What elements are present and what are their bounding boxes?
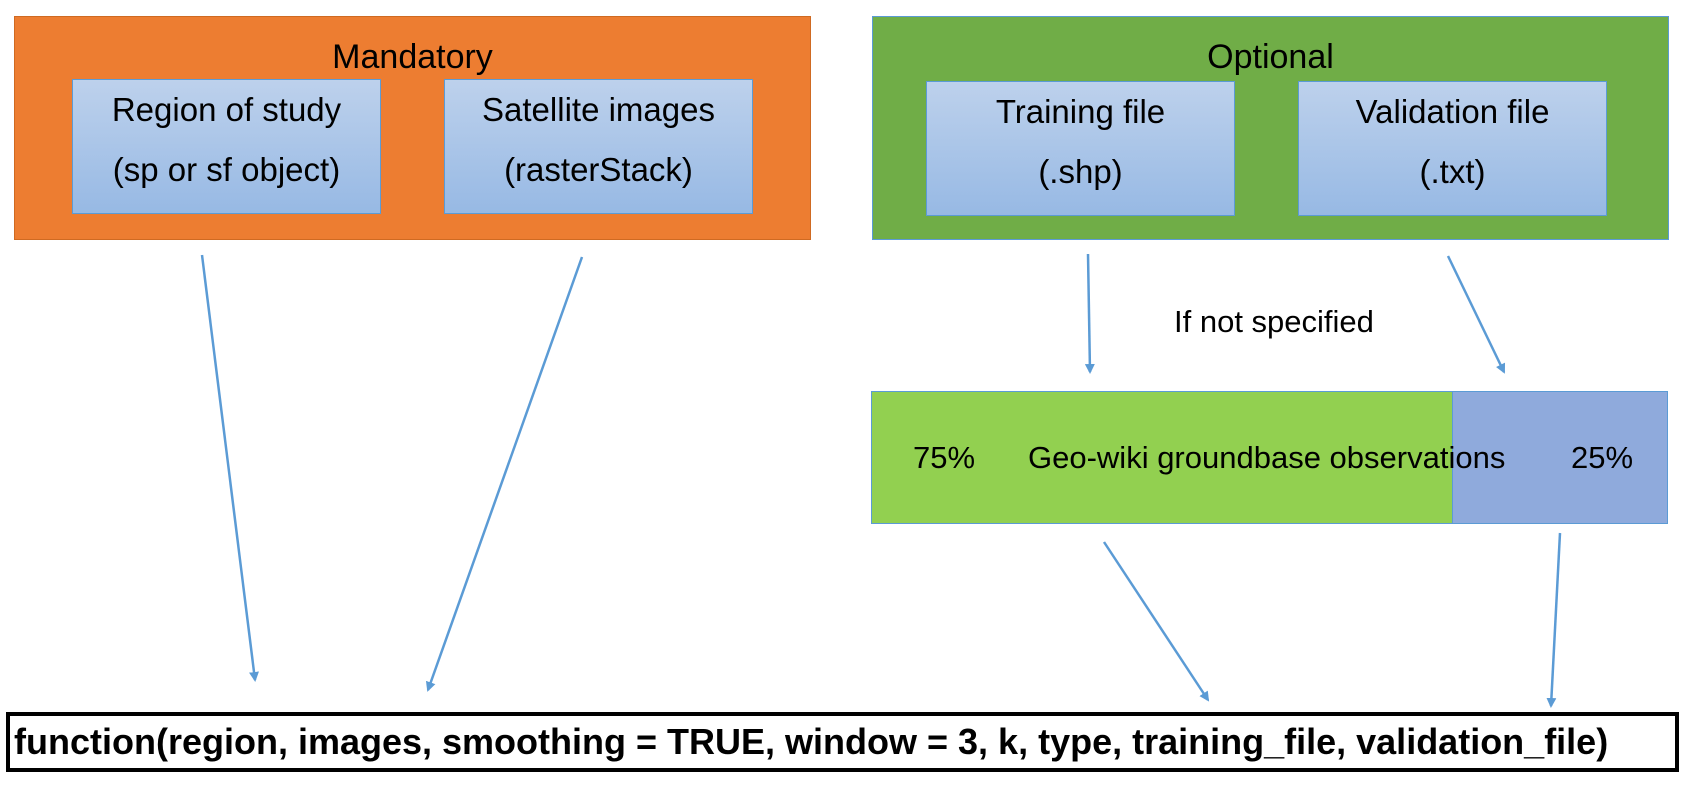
optional-group: Optional Training file (.shp) Validation…	[872, 16, 1669, 240]
region-of-study-label: Region of study	[111, 91, 342, 128]
arrow-validation-to-split	[1446, 255, 1506, 374]
arrow-training-to-split	[1084, 253, 1095, 374]
validation-split-segment	[1453, 391, 1668, 524]
function-signature: function(region, images, smoothing = TRU…	[6, 712, 1679, 772]
satellite-images-type: (rasterStack)	[504, 151, 693, 188]
validation-file-label: Validation file	[1355, 93, 1550, 130]
mandatory-title: Mandatory	[332, 38, 493, 76]
validation-percent: 25%	[1571, 440, 1634, 475]
training-file-label: Training file	[995, 93, 1166, 130]
arrow-images-to-function	[425, 256, 584, 692]
training-file-type: (.shp)	[1038, 153, 1123, 190]
satellite-images-box: Satellite images (rasterStack)	[444, 79, 753, 214]
training-split-segment	[871, 391, 1453, 524]
arrow-training-split-to-function	[1102, 541, 1210, 702]
satellite-images-label: Satellite images	[482, 91, 715, 128]
mandatory-group: Mandatory Region of study (sp or sf obje…	[14, 16, 811, 240]
region-of-study-box: Region of study (sp or sf object)	[72, 79, 381, 214]
fallback-note: If not specified	[1174, 304, 1374, 339]
validation-file-box: Validation file (.txt)	[1298, 81, 1607, 216]
training-file-box: Training file (.shp)	[926, 81, 1235, 216]
geo-wiki-split-bar: 75% Geo-wiki groundbase observations 25%	[871, 391, 1668, 524]
optional-title: Optional	[1207, 38, 1334, 76]
arrow-validation-split-to-function	[1546, 532, 1562, 708]
arrow-region-to-function	[200, 254, 259, 682]
region-of-study-type: (sp or sf object)	[112, 151, 341, 188]
geo-wiki-label: Geo-wiki groundbase observations	[1028, 440, 1506, 475]
training-percent: 75%	[913, 440, 976, 475]
validation-file-type: (.txt)	[1419, 153, 1486, 190]
